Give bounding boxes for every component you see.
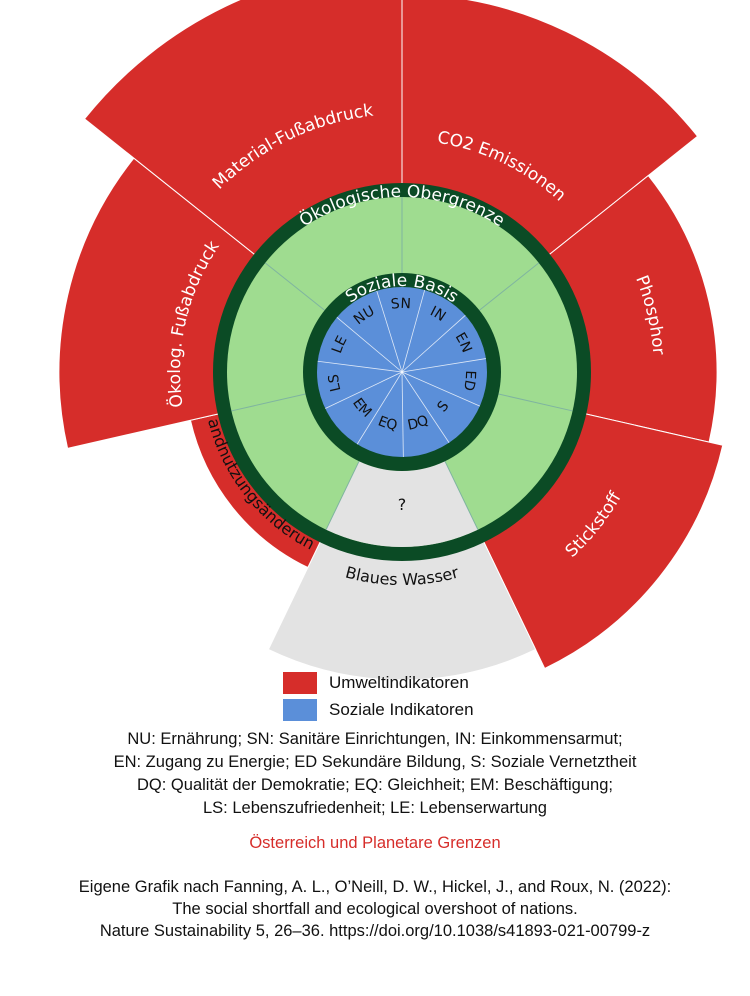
social-spoke — [336, 317, 403, 373]
sector-divider — [444, 460, 479, 530]
legend: Umweltindikatoren Soziale Indikatoren — [283, 669, 474, 723]
abbreviation-line: LS: Lebenszufriedenheit; LE: Lebenserwar… — [203, 799, 547, 817]
sector-divider — [479, 262, 540, 311]
social-spoke — [325, 371, 403, 409]
social-spoke — [401, 371, 404, 457]
source-citation: Eigene Grafik nach Fanning, A. L., O’Nei… — [0, 876, 750, 942]
social-spoke — [401, 371, 450, 443]
abbreviation-line: NU: Ernährung; SN: Sanitäre Einrichtunge… — [127, 730, 623, 748]
sector-divider — [264, 262, 325, 311]
social-spoke — [376, 290, 403, 373]
social-indicator-label: EN — [452, 330, 475, 355]
unknown-marker: ? — [398, 495, 407, 514]
social-spoke — [401, 315, 466, 373]
social-indicator-label: LE — [329, 333, 351, 355]
social-indicator-label: EQ — [376, 413, 399, 434]
abbreviation-notes: NU: Ernährung; SN: Sanitäre Einrichtunge… — [0, 728, 750, 820]
source-line: Eigene Grafik nach Fanning, A. L., O’Nei… — [78, 878, 672, 896]
legend-item-environment: Umweltindikatoren — [283, 669, 474, 696]
social-indicator-label: ED — [460, 370, 478, 392]
abbreviation-line: DQ: Qualität der Demokratie; EQ: Gleichh… — [137, 776, 613, 794]
legend-label: Soziale Indikatoren — [329, 699, 474, 719]
social-indicator-label: DQ — [406, 412, 431, 433]
source-line: The social shortfall and ecological over… — [172, 900, 578, 918]
legend-swatch-blue — [283, 698, 317, 721]
social-spoke — [401, 358, 486, 373]
social-spoke — [401, 371, 481, 407]
abbreviation-line: EN: Zugang zu Energie; ED Sekundäre Bild… — [113, 753, 637, 771]
legend-item-social: Soziale Indikatoren — [283, 696, 474, 723]
social-spoke — [317, 360, 403, 373]
sector-divider — [231, 393, 306, 412]
legend-label: Umweltindikatoren — [329, 672, 469, 692]
source-line: Nature Sustainability 5, 26–36. https://… — [99, 922, 651, 940]
legend-swatch-red — [283, 671, 317, 694]
sector-divider — [498, 393, 573, 412]
chart-title: Österreich und Planetare Grenzen — [249, 834, 501, 852]
social-spoke — [356, 371, 403, 445]
social-spoke — [401, 289, 426, 373]
sector-divider — [325, 460, 360, 530]
unknown-segment — [326, 461, 478, 547]
social-indicator-label: SN — [390, 296, 411, 313]
